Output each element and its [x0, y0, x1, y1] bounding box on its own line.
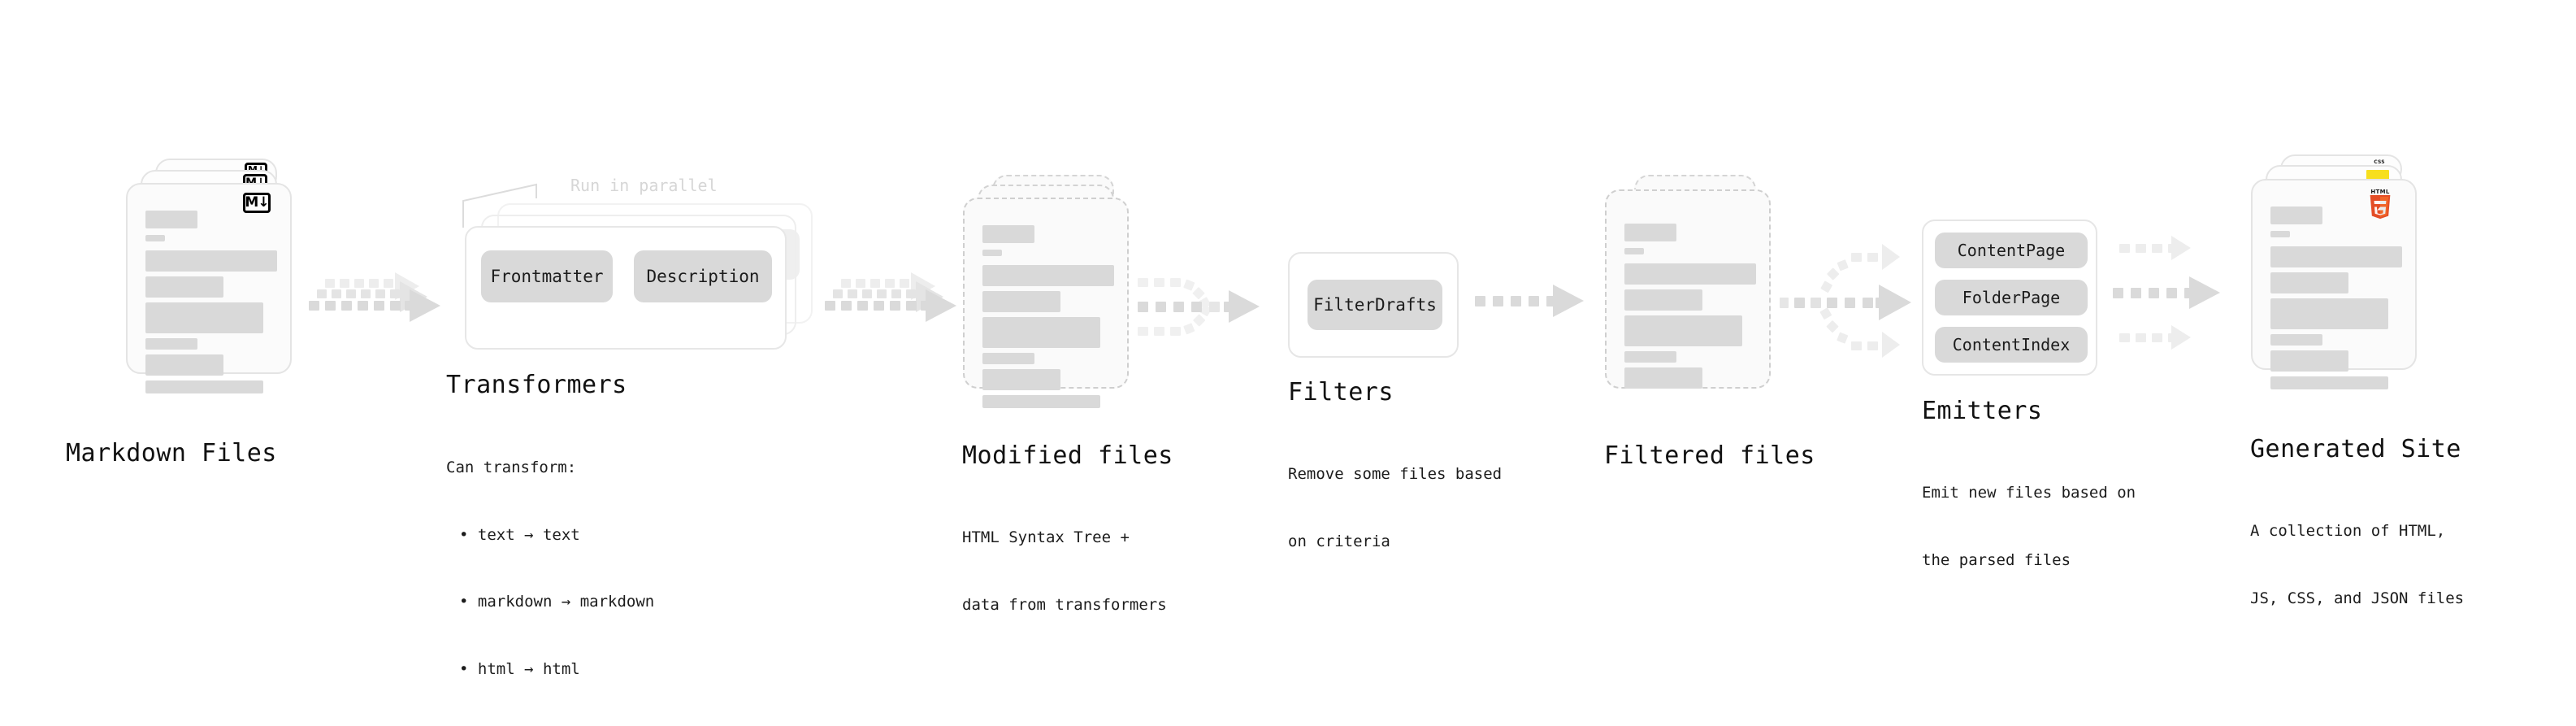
skeleton-line — [1624, 248, 1644, 254]
emitter-chip-label: ContentPage — [1957, 241, 2066, 260]
arrow-transformers-to-modified-files — [825, 272, 956, 322]
markdown-file-card-front — [126, 183, 292, 393]
emitter-chip-label: ContentIndex — [1952, 335, 2071, 354]
skeleton-line — [1624, 315, 1742, 346]
stage-title-filtered-files: Filtered files — [1604, 441, 1815, 470]
generated-file-card-html — [2251, 179, 2417, 389]
transformer-chip-frontmatter[interactable]: Frontmatter — [481, 250, 613, 302]
filters-description-line: on criteria — [1288, 532, 1390, 550]
skeleton-line — [2270, 246, 2402, 267]
skeleton-line — [982, 317, 1100, 348]
skeleton-line — [145, 338, 197, 350]
skeleton-line — [2270, 376, 2388, 389]
markdown-badge-glyph: M↓ — [245, 194, 269, 211]
filters-description-line: Remove some files based — [1288, 465, 1503, 484]
skeleton-line — [145, 235, 165, 241]
skeleton-line — [145, 354, 223, 376]
css-badge-label: CSS — [2374, 159, 2385, 165]
arrow-filters-to-filtered-files — [1475, 285, 1584, 317]
filters-description: Remove some files based on criteria — [1288, 419, 1502, 598]
skeleton-line — [982, 225, 1034, 243]
transformers-bullet: • html → html — [459, 660, 580, 679]
skeleton-line — [145, 250, 277, 272]
emitter-chip-contentpage[interactable]: ContentPage — [1935, 233, 2088, 268]
skeleton-line — [982, 353, 1034, 364]
emitters-description: Emit new files based on the parsed files — [1922, 437, 2136, 616]
stage-title-modified-files: Modified files — [962, 441, 1173, 470]
skeleton-line — [982, 369, 1060, 390]
skeleton-line — [2270, 231, 2290, 237]
generated-site-description: A collection of HTML, JS, CSS, and JSON … — [2250, 476, 2464, 654]
stage-title-markdown-files: Markdown Files — [66, 439, 277, 467]
transformers-description: Can transform: • text → text • markdown … — [446, 412, 654, 726]
emitters-card: ContentPage FolderPage ContentIndex — [1922, 220, 2097, 376]
skeleton-line — [982, 291, 1060, 312]
transformers-description-head: Can transform: — [446, 459, 577, 477]
generated-site-description-line: A collection of HTML, — [2250, 522, 2446, 541]
emitters-description-line: Emit new files based on — [1922, 484, 2136, 502]
stage-title-transformers: Transformers — [446, 371, 627, 399]
modified-files-description-line: HTML Syntax Tree + — [962, 528, 1130, 547]
html5-icon: HTML — [2367, 189, 2393, 220]
modified-files-description: HTML Syntax Tree + data from transformer… — [962, 482, 1167, 661]
emitter-chip-contentindex[interactable]: ContentIndex — [1935, 327, 2088, 363]
skeleton-line — [2270, 272, 2348, 293]
modified-file-card-front — [963, 198, 1129, 408]
filter-chip-label: FilterDrafts — [1313, 295, 1437, 315]
skeleton-line — [2270, 206, 2322, 224]
emitter-chip-label: FolderPage — [1962, 288, 2061, 307]
skeleton-line — [982, 265, 1114, 286]
skeleton-line — [1624, 367, 1702, 389]
arrow-emitters-to-generated-site — [2113, 236, 2220, 350]
stage-title-emitters: Emitters — [1922, 397, 2043, 425]
skeleton-line — [145, 302, 263, 333]
transformer-chip-description[interactable]: Description — [634, 250, 772, 302]
skeleton-line — [982, 250, 1002, 256]
transformer-chip-label: Frontmatter — [490, 267, 604, 286]
generated-site-description-line: JS, CSS, and JSON files — [2250, 589, 2465, 607]
skeleton-line — [2270, 350, 2348, 372]
skeleton-line — [145, 211, 197, 228]
modified-files-description-line: data from transformers — [962, 595, 1167, 614]
skeleton-line — [1624, 263, 1756, 285]
skeleton-line — [982, 395, 1100, 408]
emitters-description-line: the parsed files — [1922, 550, 2071, 569]
filtered-file-card-front — [1605, 189, 1771, 389]
filter-chip-filterdrafts[interactable]: FilterDrafts — [1308, 280, 1442, 330]
skeleton-line — [1624, 224, 1676, 241]
stage-title-generated-site: Generated Site — [2250, 435, 2461, 463]
annotation-run-in-parallel: Run in parallel — [570, 176, 718, 195]
markdown-badge: M↓ — [243, 193, 271, 213]
transformers-bullet: • markdown → markdown — [459, 593, 655, 611]
diagram-canvas: M↓ M↓ M↓ Markdown Files — [66, 154, 2464, 678]
arrow-modified-files-to-filters — [1138, 278, 1260, 336]
transformers-bullet: • text → text — [459, 525, 580, 544]
arrow-filtered-files-to-emitters — [1780, 244, 1911, 358]
skeleton-line — [145, 380, 263, 393]
emitter-chip-folderpage[interactable]: FolderPage — [1935, 280, 2088, 315]
filters-card: FilterDrafts — [1288, 252, 1459, 358]
skeleton-line — [2270, 334, 2322, 346]
run-in-parallel-leader-line — [462, 183, 537, 228]
html5-shield — [2370, 195, 2391, 220]
skeleton-line — [1624, 289, 1702, 311]
arrow-markdown-to-transformers — [309, 272, 440, 322]
html5-icon-word: HTML — [2370, 189, 2390, 195]
transformer-chip-label: Description — [646, 267, 760, 286]
stage-title-filters: Filters — [1288, 378, 1394, 406]
skeleton-line — [145, 276, 223, 298]
skeleton-line — [1624, 351, 1676, 363]
skeleton-line — [2270, 298, 2388, 329]
